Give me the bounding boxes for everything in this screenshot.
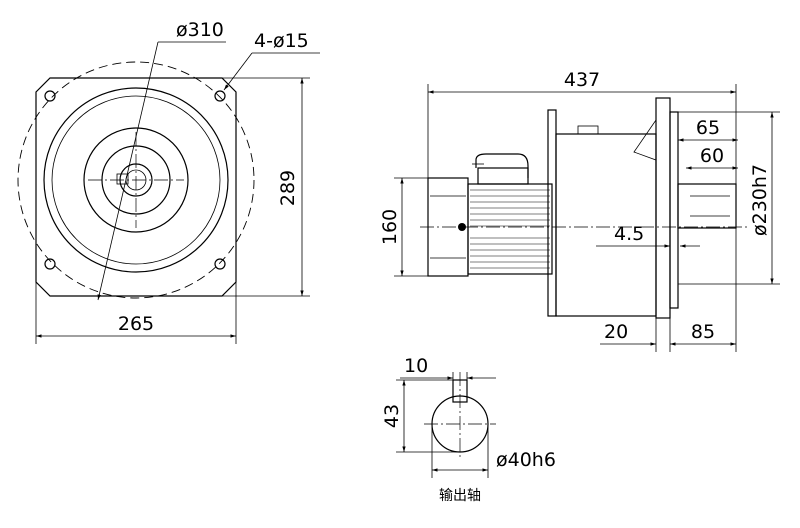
spigot-ring [83, 127, 189, 233]
bolt-hole-top-right [214, 90, 226, 102]
front-view: ø310 4-ø15 289 265 [17, 19, 320, 344]
key-w-label: 10 [404, 355, 428, 377]
dim-160-label: 160 [379, 209, 401, 245]
bolt-hole-bottom-left [44, 258, 56, 270]
cable-loop [475, 153, 529, 178]
pcd-leader [97, 41, 159, 301]
len-label: 437 [564, 69, 600, 91]
gearbox-web [633, 118, 657, 161]
motor-body [467, 183, 553, 275]
dim-65-label: 65 [696, 117, 720, 139]
output-spigot [669, 111, 679, 309]
holes-label: 4-ø15 [254, 30, 309, 52]
gearbox-top-boss [577, 125, 599, 135]
motor-fins [470, 189, 550, 269]
dim-4-5-label: 4.5 [614, 223, 644, 245]
output-shaft-caption: 输出轴 [439, 488, 481, 504]
spigot-label: ø230h7 [749, 164, 771, 236]
shaft-d-label: ø40h6 [496, 449, 556, 471]
holes-leader [223, 52, 253, 91]
dim-20-label: 20 [604, 321, 628, 343]
width-label: 265 [118, 313, 154, 335]
gear-housing-outer [43, 87, 229, 273]
shaft-key-front [116, 173, 129, 185]
key-h-label: 43 [381, 404, 403, 428]
dim-85-label: 85 [691, 321, 715, 343]
bolt-hole-top-left [44, 90, 56, 102]
pcd-label: ø310 [176, 19, 224, 41]
shaft-section: 10 43 ø40h6 输出轴 [381, 355, 556, 504]
height-label: 289 [277, 170, 299, 206]
side-view: 437 65 60 160 4.5 ø230h7 20 85 [379, 69, 780, 352]
output-flange [655, 97, 671, 319]
dim-60-label: 60 [700, 145, 724, 167]
output-shaft [677, 183, 737, 229]
motor-center-mark [458, 223, 466, 231]
gear-housing-inner [51, 95, 221, 265]
terminal-box [477, 167, 529, 185]
bolt-hole-bottom-right [214, 258, 226, 270]
pcd-dashed-circle [17, 61, 255, 299]
